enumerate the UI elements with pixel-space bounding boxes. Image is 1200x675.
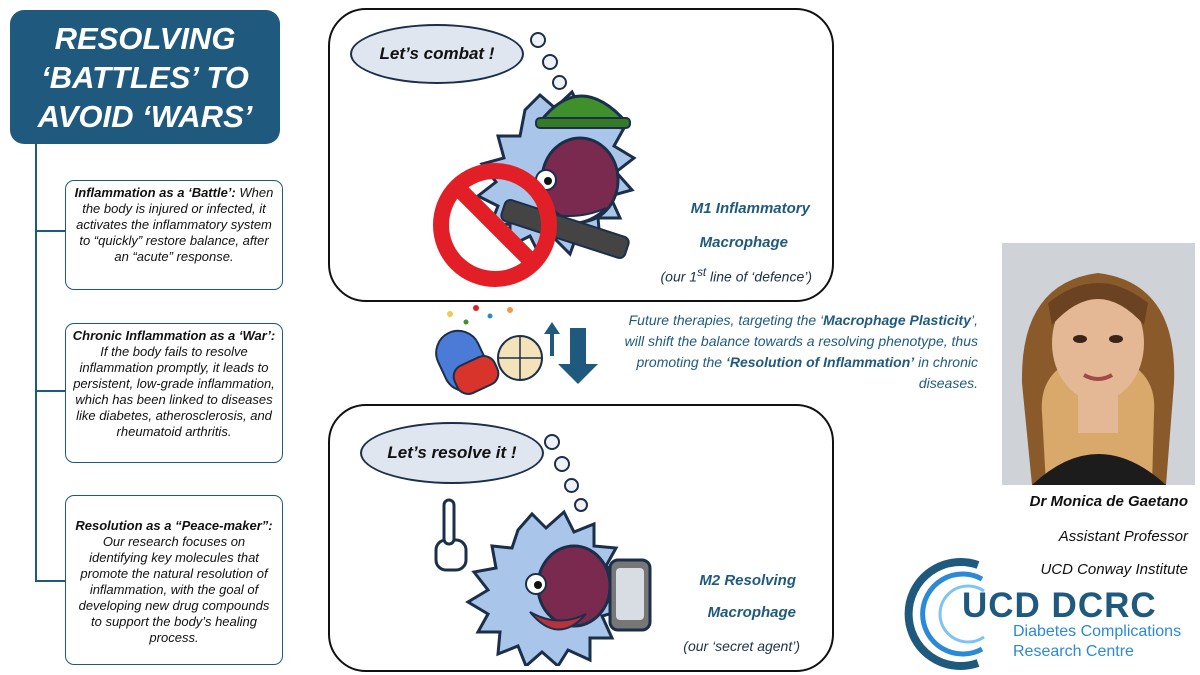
info-body: If the body fails to resolve inflammatio… bbox=[73, 344, 275, 439]
title-box: RESOLVING ‘BATTLES’ TO AVOID ‘WARS’ bbox=[10, 10, 280, 144]
open-mouth bbox=[529, 611, 587, 631]
drug-pills-illustration bbox=[435, 305, 598, 395]
connector-branch-1 bbox=[35, 230, 65, 232]
bubble-text: Let’s resolve it ! bbox=[387, 443, 517, 462]
m1-macrophage-illustration bbox=[475, 89, 637, 259]
helmet-brim bbox=[535, 117, 631, 129]
m2-macrophage-illustration bbox=[434, 498, 652, 666]
gun-icon bbox=[500, 199, 630, 259]
logo-subtitle-2: Research Centre bbox=[1013, 643, 1134, 660]
profile-photo bbox=[1002, 243, 1195, 485]
cell-nucleus bbox=[536, 544, 612, 628]
arrow-down-icon bbox=[570, 328, 586, 366]
info-box-war: Chronic Inflammation as a ‘War’: If the … bbox=[65, 323, 283, 463]
info-body: When the body is injured or infected, it… bbox=[76, 185, 274, 264]
no-entry-icon bbox=[433, 163, 557, 287]
person-role: Assistant Professor bbox=[1058, 528, 1188, 545]
m1-subtitle-sup: st bbox=[697, 266, 707, 279]
m1-label-line2: Macrophage bbox=[699, 234, 788, 251]
thought-dot bbox=[530, 32, 546, 48]
info-body: Our research focuses on identifying key … bbox=[78, 534, 270, 645]
speech-bubble: Let’s resolve it ! bbox=[360, 422, 544, 484]
therapy-bold-2: ‘Resolution of Inflammation’ bbox=[725, 354, 915, 370]
person-institute: UCD Conway Institute bbox=[1040, 561, 1188, 578]
thought-dot bbox=[542, 54, 558, 70]
m1-label-line1: M1 Inflammatory bbox=[690, 200, 810, 217]
therapy-text-1: Future therapies, targeting the ‘ bbox=[628, 312, 824, 328]
m2-label-line2: Macrophage bbox=[707, 604, 796, 621]
therapy-text-2: ’, will shift the balance towards a reso… bbox=[624, 312, 978, 370]
thought-dot bbox=[564, 478, 579, 493]
m2-subtitle: (our ‘secret agent’) bbox=[683, 638, 800, 654]
connector-spine bbox=[35, 144, 37, 582]
therapy-text-3: in chronic diseases. bbox=[914, 354, 978, 391]
connector-branch-3 bbox=[35, 580, 65, 582]
logo-subtitle-1: Diabetes Complications bbox=[1013, 623, 1182, 640]
therapy-note: Future therapies, targeting the ‘Macroph… bbox=[612, 310, 978, 394]
info-heading: Inflammation as a ‘Battle’: bbox=[74, 185, 236, 200]
info-box-battle: Inflammation as a ‘Battle’: When the bod… bbox=[65, 180, 283, 290]
title: RESOLVING ‘BATTLES’ TO AVOID ‘WARS’ bbox=[37, 20, 253, 134]
thought-dot bbox=[552, 75, 567, 90]
bubble-text: Let’s combat ! bbox=[379, 44, 495, 63]
m2-label-line1: M2 Resolving bbox=[699, 572, 796, 589]
m2-panel: Let’s resolve it ! M2 Resolving Macropha… bbox=[328, 404, 834, 672]
therapy-bold-1: Macrophage Plasticity bbox=[823, 312, 971, 328]
thought-dot bbox=[574, 498, 588, 512]
speech-bubble: Let’s combat ! bbox=[350, 24, 524, 84]
info-box-peacemaker: Resolution as a “Peace-maker”: Our resea… bbox=[65, 495, 283, 665]
m1-subtitle: (our 1st line of ‘defence’) bbox=[661, 266, 813, 285]
person-name: Dr Monica de Gaetano bbox=[1029, 493, 1188, 510]
m1-panel: Let’s combat ! M1 Inflammatory Macrophag… bbox=[328, 8, 834, 302]
thought-dot bbox=[554, 456, 570, 472]
connector-branch-2 bbox=[35, 390, 65, 392]
ucd-dcrc-logo-icon bbox=[904, 558, 985, 670]
pupil bbox=[544, 177, 552, 185]
info-heading: Chronic Inflammation as a ‘War’: bbox=[72, 328, 276, 343]
logo-wordmark: UCD DCRC bbox=[962, 586, 1157, 625]
m1-subtitle-a: (our 1 bbox=[660, 268, 698, 285]
m1-subtitle-b: line of ‘defence’) bbox=[706, 268, 812, 285]
thought-dot bbox=[544, 434, 560, 450]
pupil bbox=[534, 581, 542, 589]
info-heading: Resolution as a “Peace-maker”: bbox=[75, 518, 273, 533]
